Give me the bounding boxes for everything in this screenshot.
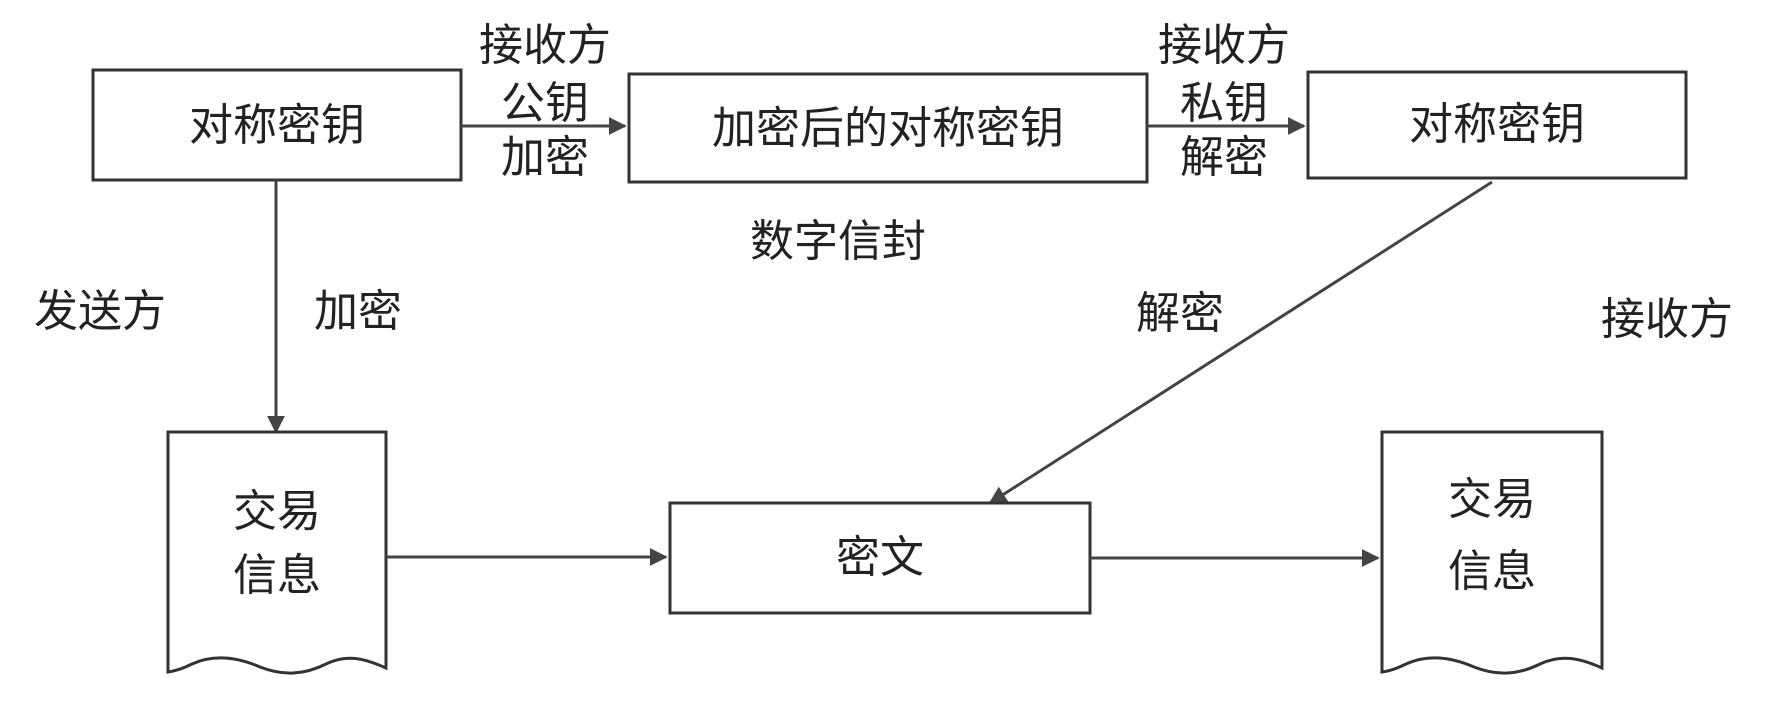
pub-encrypt-line-2: 公钥 <box>501 78 589 129</box>
plain-receiver-line-2: 信息 <box>1448 546 1536 597</box>
pub-encrypt-line-3: 加密 <box>501 132 589 183</box>
sender-encrypt-label: 加密 <box>314 286 402 337</box>
encrypted-sym-key-label: 加密后的对称密钥 <box>712 103 1064 154</box>
sym-key-receiver-node: 对称密钥 <box>1306 70 1688 180</box>
priv-decrypt-line-1: 接收方 <box>1158 20 1290 71</box>
receiver-decrypt-label: 解密 <box>1136 288 1224 339</box>
plain-receiver-line-1: 交易 <box>1448 474 1536 525</box>
encrypted-sym-key-node: 加密后的对称密钥 <box>627 72 1149 184</box>
sym-key-sender-node: 对称密钥 <box>91 68 463 182</box>
sender-role-label: 发送方 <box>34 286 166 337</box>
sym-key-sender-label: 对称密钥 <box>189 100 365 151</box>
pub-encrypt-line-1: 接收方 <box>479 20 611 71</box>
plain-receiver-document: 交易 信息 <box>1380 430 1604 675</box>
priv-decrypt-line-3: 解密 <box>1180 132 1268 183</box>
priv-decrypt-label: 接收方 私钥 解密 <box>1158 20 1290 183</box>
plain-sender-line-1: 交易 <box>233 486 321 537</box>
pub-encrypt-label: 接收方 公钥 加密 <box>479 20 611 183</box>
plain-sender-line-2: 信息 <box>233 550 321 601</box>
priv-decrypt-line-2: 私钥 <box>1180 78 1268 129</box>
receiver-decrypt-arrow <box>988 180 1493 505</box>
plain-sender-document: 交易 信息 <box>166 430 388 675</box>
ciphertext-node: 密文 <box>668 501 1092 615</box>
sym-key-receiver-label: 对称密钥 <box>1409 99 1585 150</box>
digital-envelope-caption: 数字信封 <box>750 216 926 267</box>
receiver-role-label: 接收方 <box>1601 294 1733 345</box>
ciphertext-label: 密文 <box>836 532 924 583</box>
